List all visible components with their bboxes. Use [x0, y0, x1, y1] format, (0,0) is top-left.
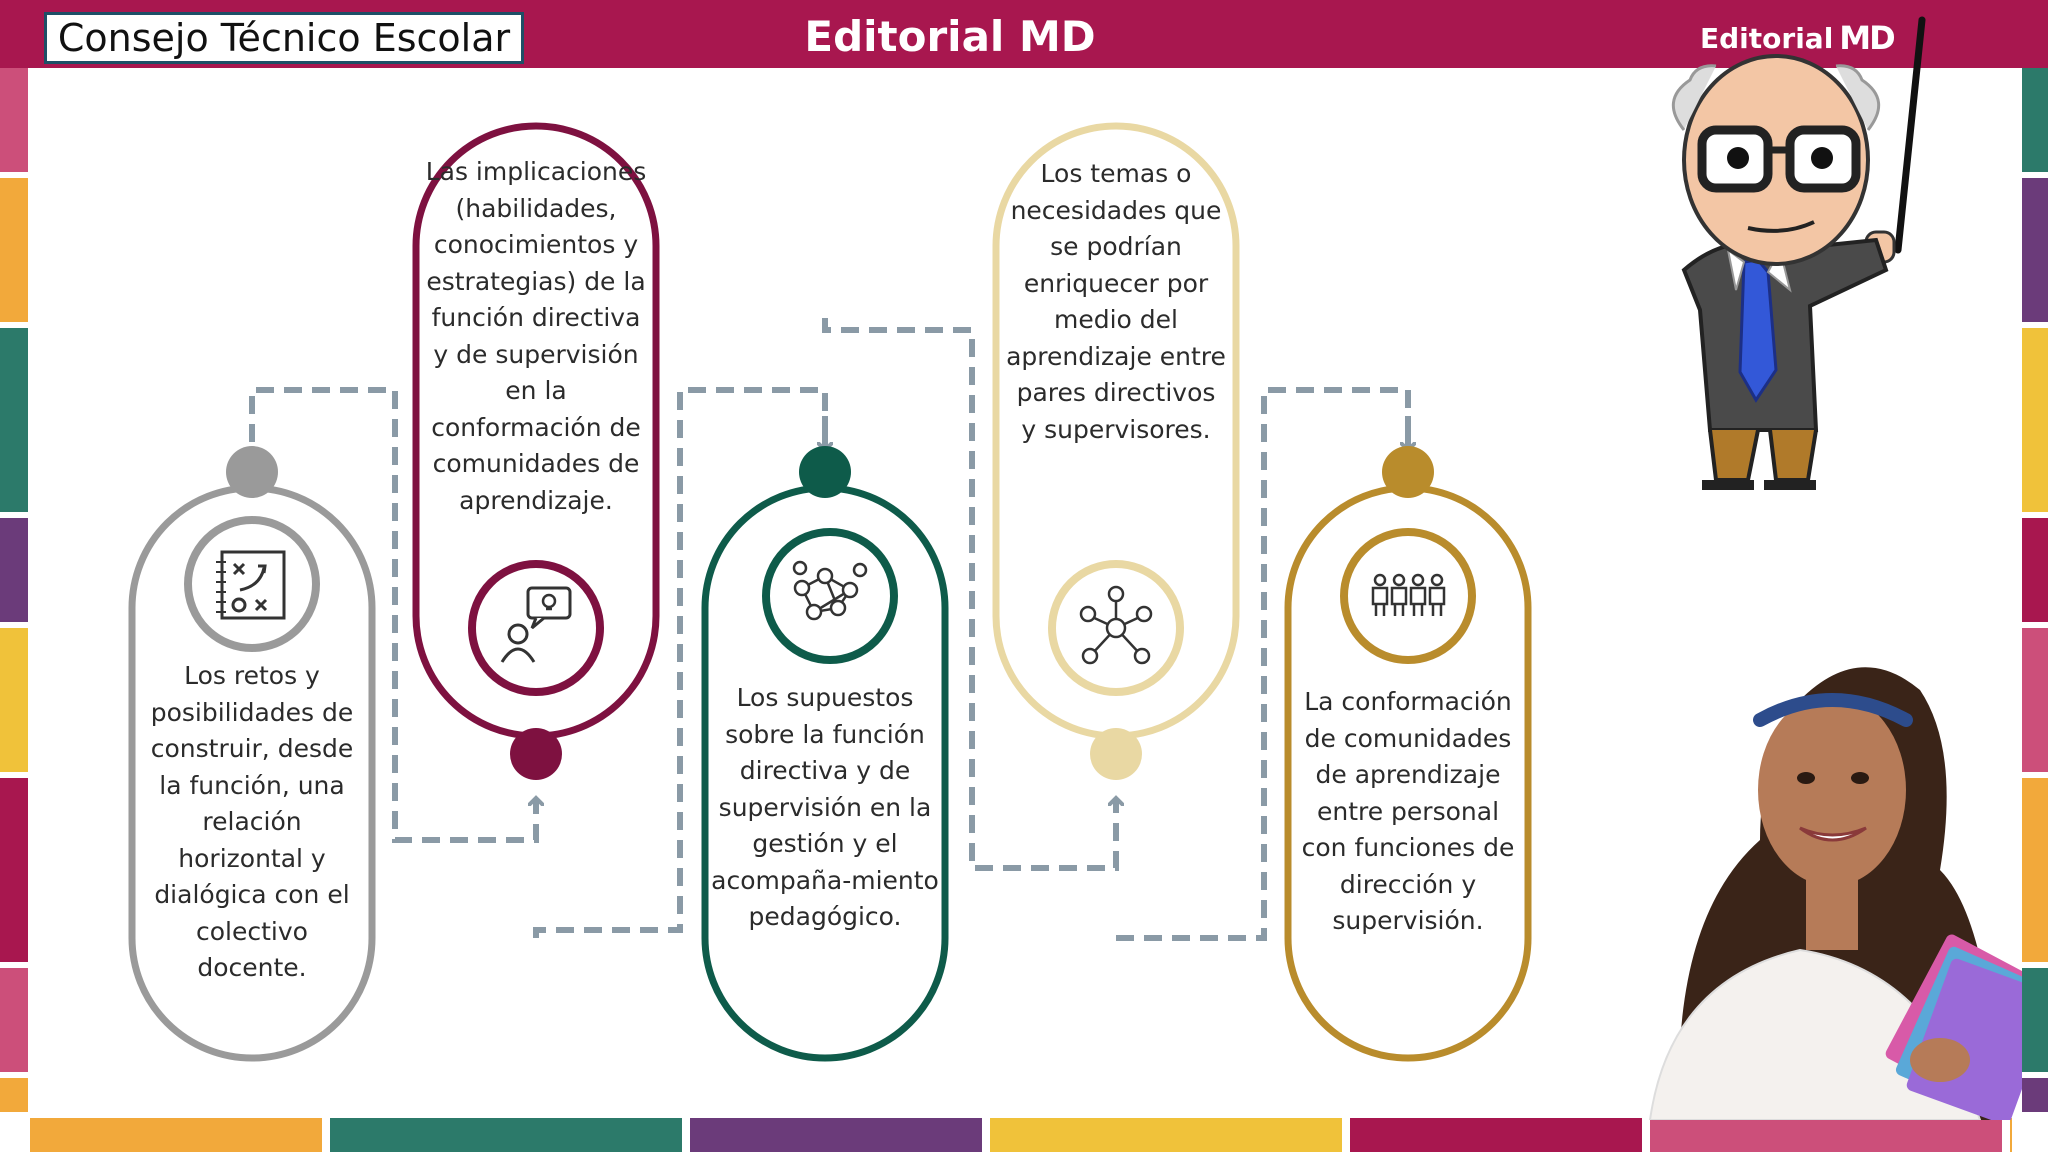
frame-stripe-left	[0, 778, 28, 962]
group-people-icon	[1340, 528, 1476, 664]
frame-stripe-left	[0, 328, 28, 512]
slide-content: Los retos y posibilidades de construir, …	[30, 68, 2020, 1116]
frame-stripe-left	[0, 968, 28, 1072]
node-supuestos	[799, 446, 851, 498]
page-title: Editorial MD	[804, 11, 1096, 61]
hub-network-icon	[1048, 560, 1184, 696]
connector-1	[249, 387, 536, 843]
strategy-board-icon	[184, 516, 320, 652]
frame-stripe-right	[2022, 628, 2048, 772]
frame-stripe-bottom	[1650, 1118, 2002, 1152]
text-conformacion: La conformación de comunidades de aprend…	[1301, 687, 1515, 935]
frame-stripe-bottom	[1350, 1118, 1642, 1152]
text-supuestos: Los supuestos sobre la función directiva…	[711, 683, 939, 931]
frame-stripe-right	[2022, 178, 2048, 322]
connector-2	[533, 387, 828, 938]
process-diagram	[128, 122, 1532, 1062]
brand-mark: MD	[1839, 19, 1895, 57]
frame-stripe-bottom	[2010, 1118, 2012, 1152]
teacher-cartoon	[1671, 16, 1926, 490]
people-network-icon	[762, 528, 898, 664]
frame-stripe-right	[2022, 518, 2048, 622]
node-implicaciones	[510, 728, 562, 780]
text-temas: Los temas o necesidades que se podrían e…	[1006, 159, 1226, 444]
frame-stripe-left	[0, 518, 28, 622]
frame-stripe-right	[2022, 68, 2048, 172]
frame-stripe-left	[0, 68, 28, 172]
frame-stripe-right	[2022, 328, 2048, 512]
connector-3	[822, 318, 1116, 871]
frame-stripe-bottom	[330, 1118, 682, 1152]
frame-stripe-bottom	[30, 1118, 322, 1152]
frame-stripe-left	[0, 178, 28, 322]
frame-stripe-left	[0, 1078, 28, 1112]
connector-4	[1116, 387, 1411, 941]
node-temas	[1090, 728, 1142, 780]
frame-stripe-bottom	[690, 1118, 982, 1152]
frame-stripe-left	[0, 628, 28, 772]
node-retos	[226, 446, 278, 498]
text-implicaciones: Las implicaciones (habilidades, conocimi…	[425, 157, 647, 515]
node-conformacion	[1382, 446, 1434, 498]
dashed-connectors	[249, 318, 1411, 941]
person-idea-icon	[468, 560, 604, 696]
frame-stripe-right	[2022, 1078, 2048, 1112]
brand-logo: Editorial MD	[1700, 14, 1896, 62]
student-photo	[1648, 667, 2022, 1120]
frame-stripe-right	[2022, 968, 2048, 1072]
text-retos: Los retos y posibilidades de construir, …	[150, 661, 354, 982]
tag-label: Consejo Técnico Escolar	[44, 12, 524, 64]
brand-text: Editorial	[1700, 21, 1834, 55]
frame-stripe-bottom	[990, 1118, 1342, 1152]
frame-stripe-right	[2022, 778, 2048, 962]
